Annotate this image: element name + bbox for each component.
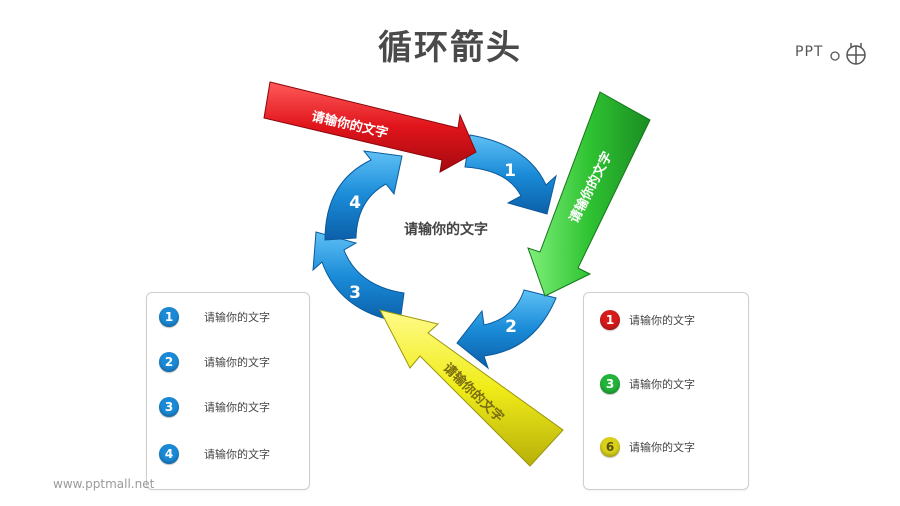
list-item: 1 请输你的文字 (159, 307, 270, 327)
list-item: 1 请输你的文字 (600, 310, 695, 330)
list-item: 2 请输你的文字 (159, 352, 270, 372)
number-badge: 2 (159, 352, 179, 372)
list-item-text: 请输你的文字 (629, 378, 695, 391)
left-info-panel: 1 请输你的文字 2 请输你的文字 3 请输你的文字 4 请输你的文字 (146, 292, 310, 490)
number-badge: 6 (600, 437, 620, 457)
ring-number-1: 1 (504, 161, 516, 181)
list-item: 3 请输你的文字 (600, 374, 695, 394)
number-badge: 1 (159, 307, 179, 327)
center-text: 请输你的文字 (404, 221, 488, 238)
list-item-text: 请输你的文字 (204, 311, 270, 324)
ring-number-2: 2 (505, 317, 517, 337)
number-badge: 3 (600, 374, 620, 394)
list-item-text: 请输你的文字 (204, 356, 270, 369)
blue-ring-segment-1 (464, 134, 557, 215)
number-badge: 4 (159, 444, 179, 464)
blue-ring-segment-3 (312, 231, 405, 323)
logo-text: PPT (795, 44, 824, 60)
list-item-text: 请输你的文字 (204, 448, 270, 461)
list-item: 3 请输你的文字 (159, 397, 270, 417)
red-arrow (263, 81, 477, 173)
ppt-logo-icon (830, 43, 866, 65)
list-item: 4 请输你的文字 (159, 444, 270, 464)
yellow-arrow (379, 309, 564, 467)
footer-url: www.pptmall.net (53, 477, 155, 491)
list-item: 6 请输你的文字 (600, 437, 695, 457)
blue-ring-segment-4 (324, 150, 403, 241)
page-title: 循环箭头 (378, 28, 522, 68)
ring-number-3: 3 (349, 283, 361, 303)
list-item-text: 请输你的文字 (629, 314, 695, 327)
blue-ring-segment-2 (456, 289, 557, 370)
brand-logo: PPT (795, 40, 875, 68)
ring-number-4: 4 (349, 193, 361, 213)
green-arrow (527, 91, 651, 297)
right-info-panel: 1 请输你的文字 3 请输你的文字 6 请输你的文字 (583, 292, 749, 490)
list-item-text: 请输你的文字 (204, 401, 270, 414)
number-badge: 3 (159, 397, 179, 417)
list-item-text: 请输你的文字 (629, 441, 695, 454)
number-badge: 1 (600, 310, 620, 330)
